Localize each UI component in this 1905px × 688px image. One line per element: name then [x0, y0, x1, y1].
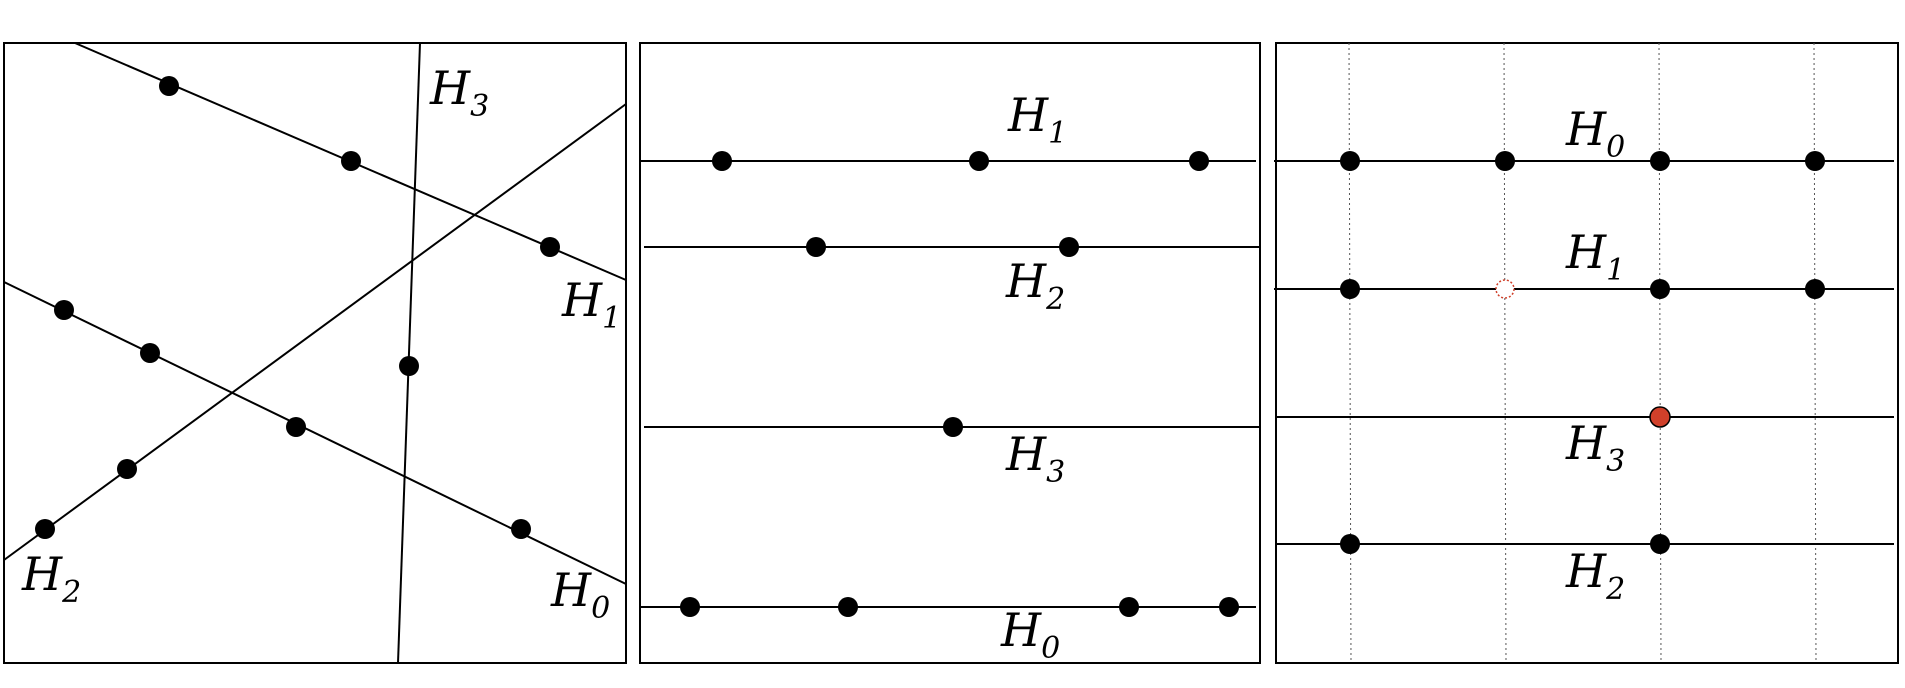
point — [159, 76, 179, 96]
label-h3: H3 — [429, 61, 489, 124]
point — [1805, 151, 1825, 171]
label-h0: H0 — [550, 563, 610, 626]
panel-2-frame — [639, 42, 1261, 664]
guide-line — [1658, 42, 1662, 664]
label-h2: H2 — [1565, 544, 1625, 607]
panel-3: H0 H1 H3 H2 — [1274, 42, 1899, 664]
point — [838, 597, 858, 617]
guide-line — [1503, 42, 1507, 664]
label-h0: H0 — [1565, 102, 1625, 165]
line-h3 — [397, 42, 421, 664]
label-h2: H2 — [1005, 254, 1065, 317]
panel-2: H1 H2 H3 H0 — [639, 42, 1261, 666]
highlight-point — [1649, 406, 1671, 428]
point — [54, 300, 74, 320]
point — [969, 151, 989, 171]
point — [1495, 151, 1515, 171]
panel-1: H3 H1 H2 H0 — [3, 42, 627, 664]
point — [1059, 237, 1079, 257]
point — [140, 343, 160, 363]
label-h1: H1 — [1007, 88, 1067, 151]
guide-line — [1348, 42, 1352, 664]
point — [1219, 597, 1239, 617]
panel-1-frame — [3, 42, 627, 664]
point — [286, 417, 306, 437]
label-h1: H1 — [1565, 225, 1625, 288]
point — [1340, 151, 1360, 171]
point — [712, 151, 732, 171]
point — [1805, 279, 1825, 299]
panel-3-frame — [1275, 42, 1899, 664]
point — [1189, 151, 1209, 171]
point — [1340, 534, 1360, 554]
label-h0: H0 — [1000, 603, 1060, 666]
point — [117, 459, 137, 479]
point — [1650, 534, 1670, 554]
point — [399, 356, 419, 376]
point — [943, 417, 963, 437]
point — [1340, 279, 1360, 299]
label-h1: H1 — [561, 273, 621, 336]
line-h2 — [3, 103, 627, 561]
point — [1650, 151, 1670, 171]
label-h2: H2 — [21, 547, 81, 610]
point — [1119, 597, 1139, 617]
point — [511, 519, 531, 539]
label-h3: H3 — [1005, 427, 1065, 490]
guide-line — [1813, 42, 1817, 664]
label-h3: H3 — [1565, 416, 1625, 479]
point — [341, 151, 361, 171]
point — [680, 597, 700, 617]
missing-point — [1495, 279, 1515, 299]
point — [806, 237, 826, 257]
point — [35, 519, 55, 539]
line-h0 — [3, 281, 627, 585]
point — [1650, 279, 1670, 299]
point — [540, 237, 560, 257]
